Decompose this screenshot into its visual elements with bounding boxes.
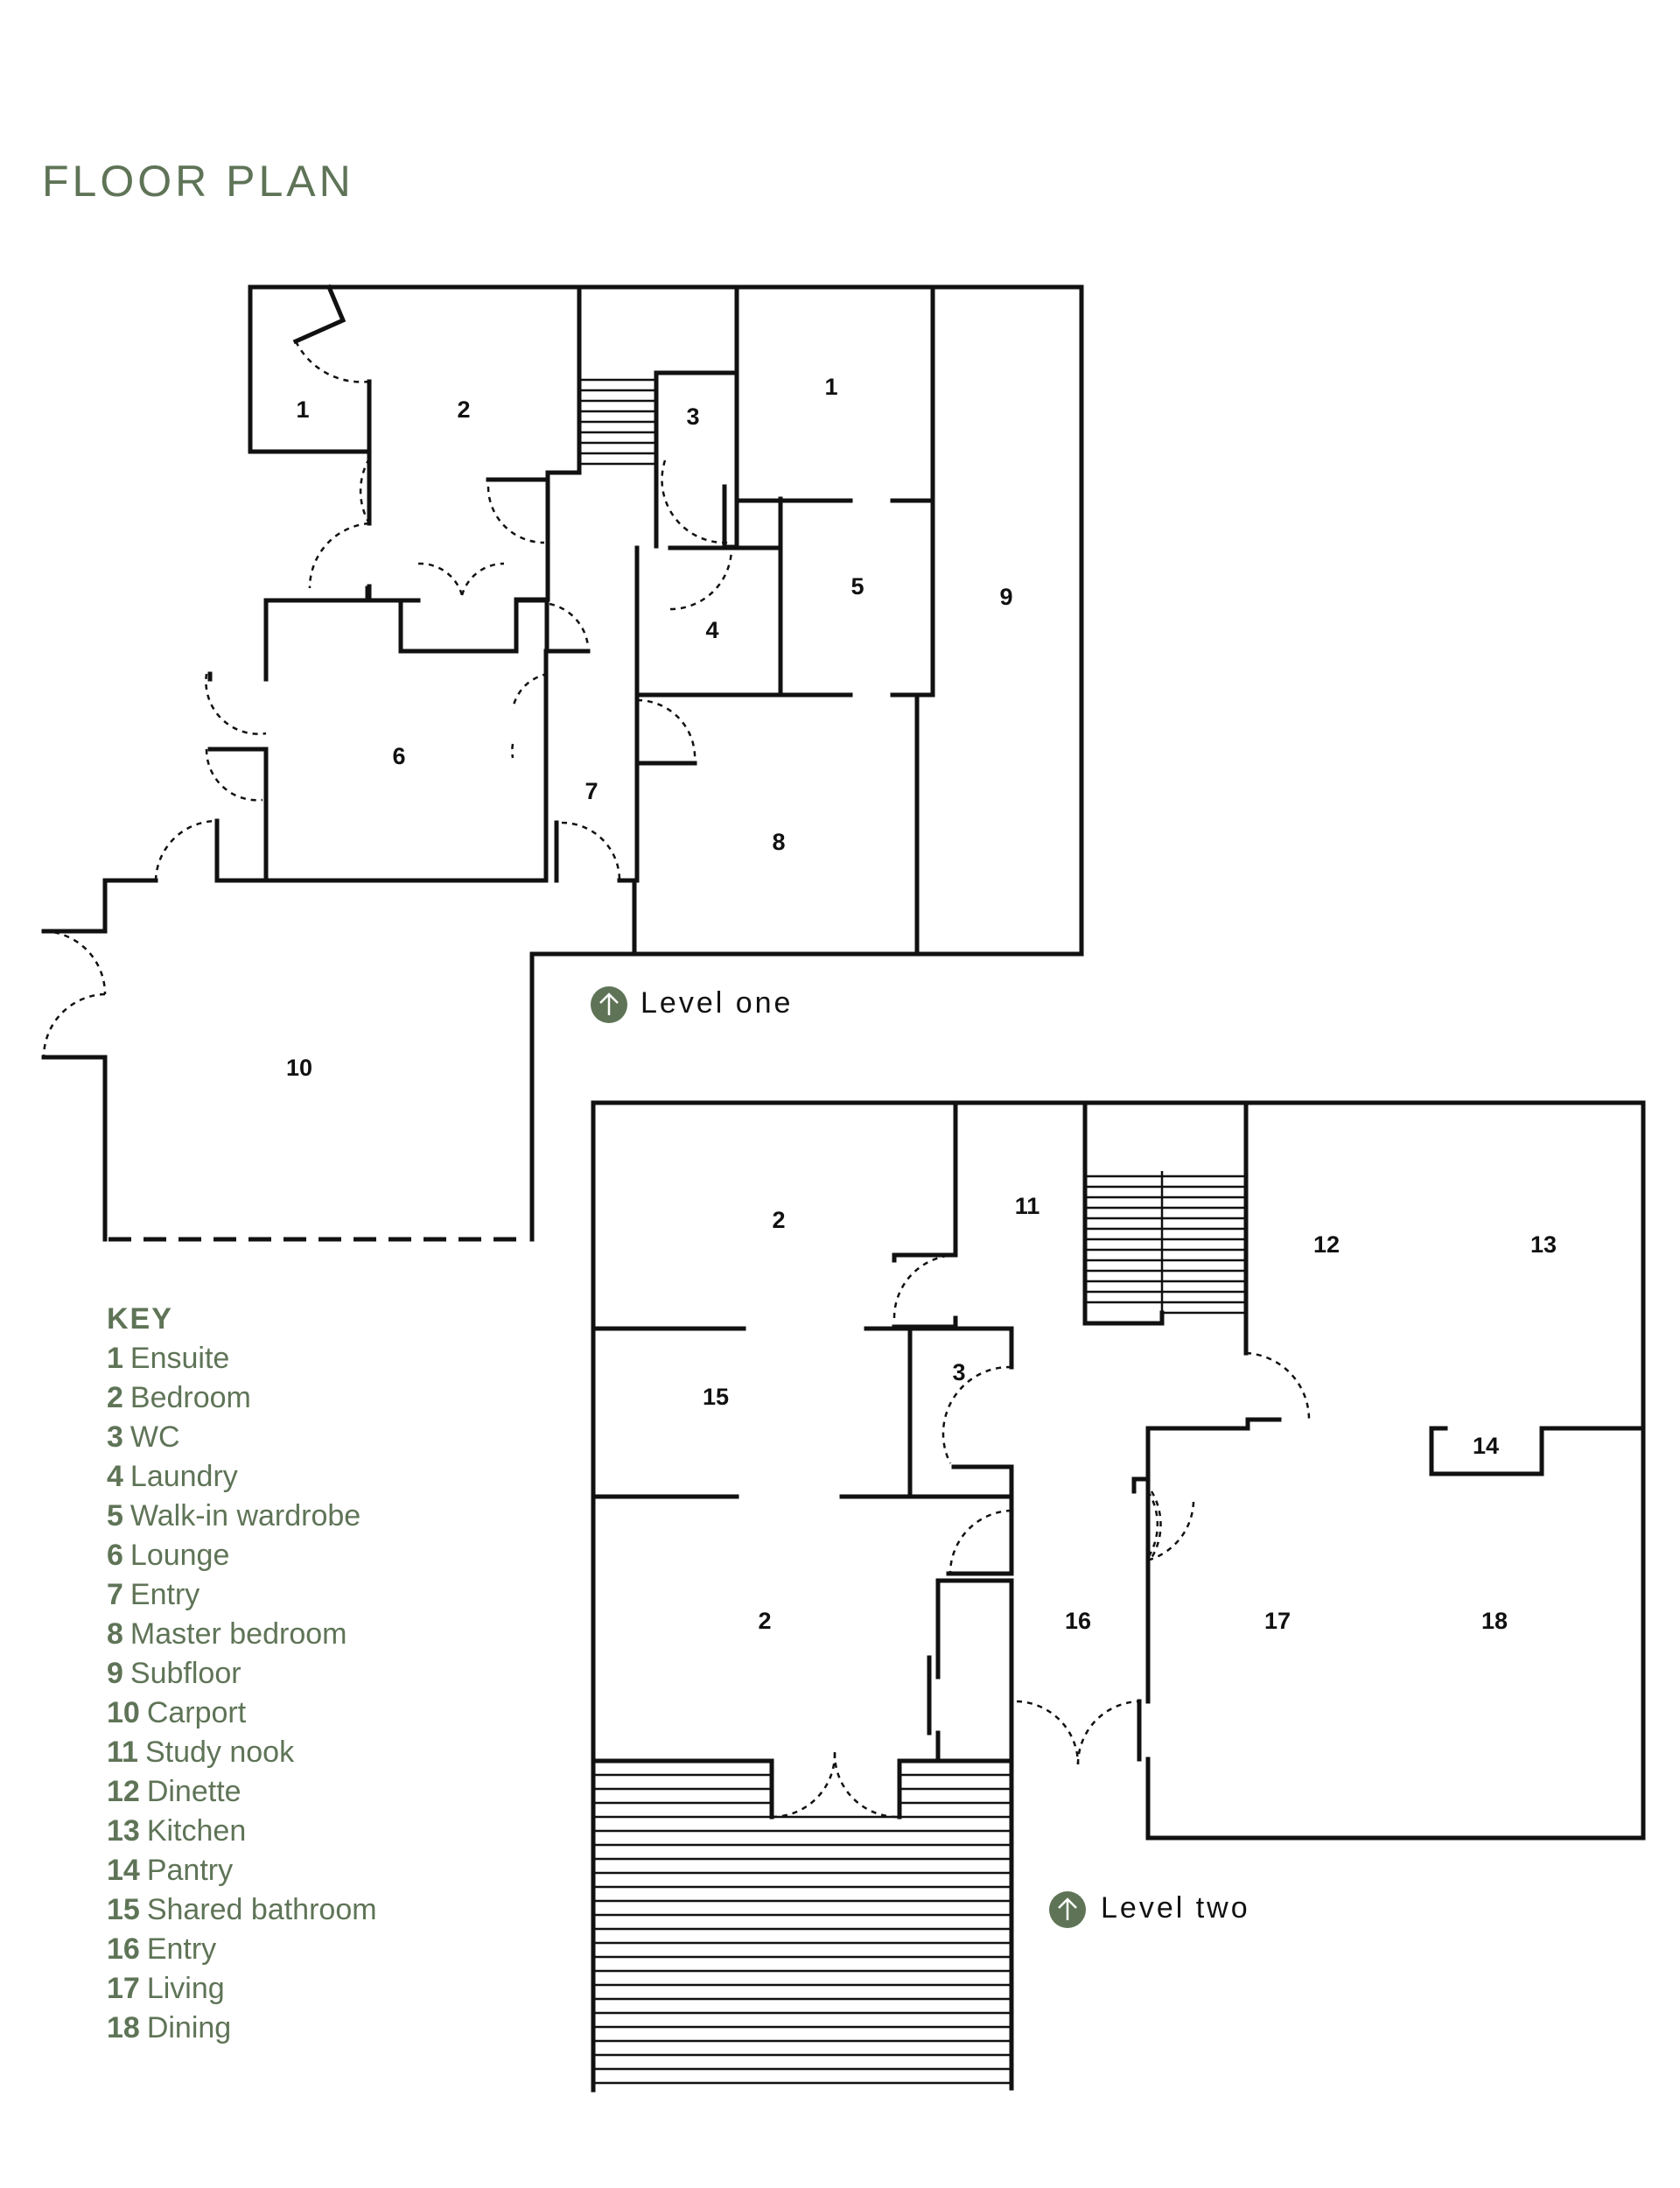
room-label: 3 bbox=[952, 1359, 965, 1385]
legend-label: Entry bbox=[130, 1578, 200, 1611]
legend-label: Shared bathroom bbox=[146, 1893, 377, 1926]
room-label: 17 bbox=[1264, 1608, 1291, 1634]
legend-number: 17 bbox=[107, 1972, 140, 2005]
room-label: 11 bbox=[1015, 1193, 1040, 1219]
legend-number: 8 bbox=[107, 1617, 123, 1651]
room-label: 4 bbox=[705, 617, 718, 643]
page-title: FLOOR PLAN bbox=[42, 157, 354, 206]
level-one-stairs bbox=[579, 378, 656, 466]
room-label: 3 bbox=[686, 403, 699, 430]
legend-heading: KEY bbox=[107, 1302, 173, 1336]
level-two-label: Level two bbox=[1101, 1891, 1250, 1925]
room-label: 18 bbox=[1481, 1608, 1508, 1634]
legend-label: Laundry bbox=[130, 1460, 238, 1493]
room-label: 12 bbox=[1313, 1231, 1340, 1258]
room-label: 2 bbox=[772, 1207, 785, 1233]
legend-number: 3 bbox=[107, 1420, 123, 1454]
legend-number: 2 bbox=[107, 1381, 123, 1414]
legend-number: 14 bbox=[107, 1854, 140, 1887]
level-two-stairs bbox=[1085, 1171, 1246, 1323]
legend-label: Dining bbox=[146, 2011, 232, 2044]
room-label: 2 bbox=[457, 396, 470, 423]
legend-label: Subfloor bbox=[130, 1657, 242, 1690]
legend-label: Lounge bbox=[130, 1539, 230, 1572]
legend-label: Kitchen bbox=[146, 1814, 247, 1848]
legend-label: Walk-in wardrobe bbox=[130, 1499, 361, 1532]
room-label: 2 bbox=[758, 1608, 771, 1634]
legend-number: 12 bbox=[107, 1775, 140, 1808]
level-two-plan: 2 11 12 13 15 3 14 2 16 17 18 bbox=[591, 1100, 1646, 2093]
level-one-plan: 1 2 3 1 5 9 4 6 7 8 10 bbox=[41, 284, 1084, 1242]
legend-label: Living bbox=[146, 1972, 225, 2005]
legend-number: 11 bbox=[107, 1736, 138, 1769]
level-two-marker: Level two bbox=[1049, 1891, 1250, 1928]
legend-number: 9 bbox=[107, 1657, 123, 1690]
legend-label: Study nook bbox=[144, 1736, 295, 1769]
room-label: 10 bbox=[286, 1055, 312, 1081]
room-label: 1 bbox=[824, 374, 837, 400]
level-one-label: Level one bbox=[640, 986, 793, 1020]
legend-number: 4 bbox=[107, 1460, 123, 1493]
level-one-marker: Level one bbox=[591, 986, 793, 1023]
room-label: 13 bbox=[1530, 1231, 1557, 1258]
legend-label: Bedroom bbox=[130, 1381, 251, 1414]
room-label: 16 bbox=[1065, 1608, 1091, 1634]
legend-label: Ensuite bbox=[130, 1342, 230, 1375]
room-label: 1 bbox=[296, 396, 309, 423]
legend-label: WC bbox=[130, 1420, 180, 1454]
north-arrow-icon bbox=[591, 986, 627, 1023]
room-label: 15 bbox=[703, 1384, 729, 1410]
legend-number: 1 bbox=[107, 1342, 123, 1375]
legend-number: 16 bbox=[107, 1932, 140, 1966]
north-arrow-icon bbox=[1049, 1891, 1086, 1928]
legend-number: 15 bbox=[107, 1893, 140, 1926]
legend-label: Pantry bbox=[146, 1854, 234, 1887]
legend-label: Master bedroom bbox=[130, 1617, 347, 1651]
room-label: 8 bbox=[772, 829, 785, 855]
deck-stairs bbox=[593, 1773, 1012, 2085]
legend-number: 5 bbox=[107, 1499, 123, 1532]
legend-number: 18 bbox=[107, 2011, 140, 2044]
room-label: 9 bbox=[999, 584, 1012, 610]
legend-number: 7 bbox=[107, 1578, 123, 1611]
legend-label: Entry bbox=[146, 1932, 217, 1966]
legend-number: 6 bbox=[107, 1539, 123, 1572]
room-label: 14 bbox=[1473, 1433, 1499, 1459]
room-label: 5 bbox=[850, 573, 864, 600]
legend-number: 13 bbox=[107, 1814, 140, 1848]
room-label: 7 bbox=[584, 778, 598, 804]
legend-number: 10 bbox=[107, 1696, 140, 1729]
room-label: 6 bbox=[392, 743, 405, 769]
legend-label: Dinette bbox=[146, 1775, 242, 1808]
legend-label: Carport bbox=[146, 1696, 247, 1729]
